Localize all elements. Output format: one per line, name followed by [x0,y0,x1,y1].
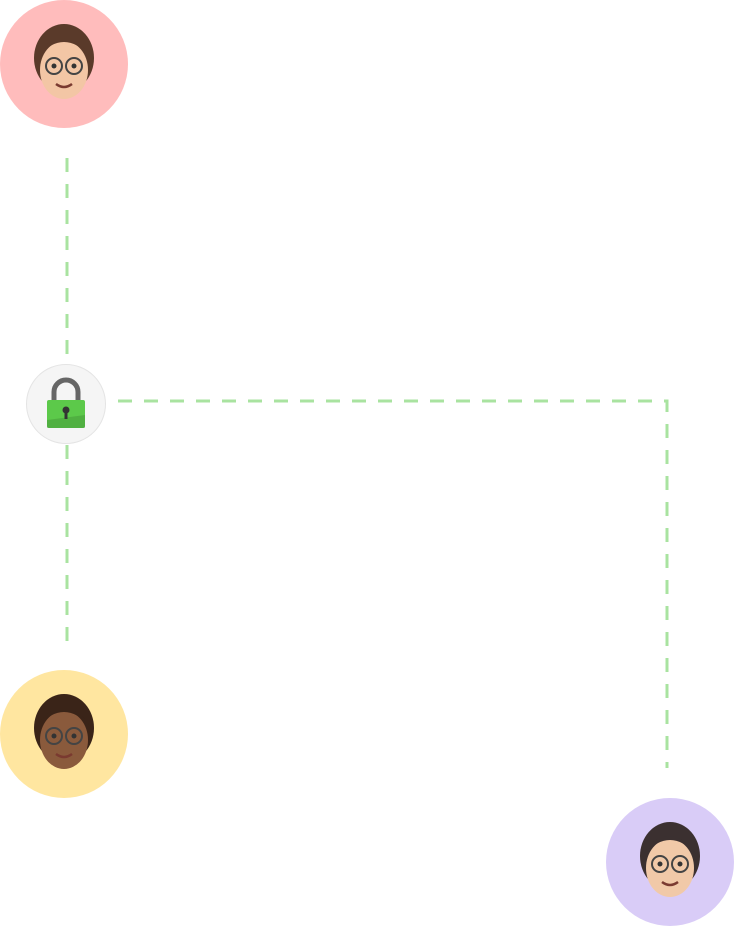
lock-icon [47,377,85,428]
memoji-face-icon [0,0,128,128]
avatar-user-top[interactable] [0,0,128,128]
memoji-face-icon [606,798,734,926]
avatar-user-bottom-left[interactable] [0,670,128,798]
memoji-face-icon [0,670,128,798]
edge-lock-to-bottom-right [118,399,669,768]
lock-node [26,364,106,444]
avatar-user-bottom-right[interactable] [606,798,734,926]
